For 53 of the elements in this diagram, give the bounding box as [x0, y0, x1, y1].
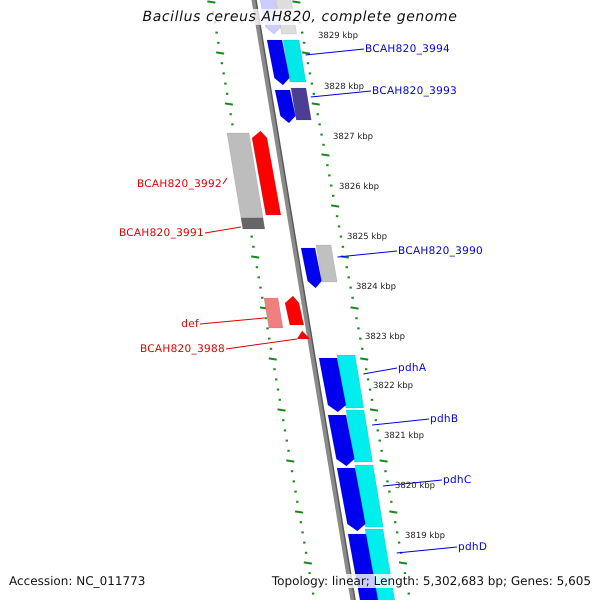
scale-tick-label: 3825 kbp — [347, 232, 388, 242]
leader-line — [222, 178, 228, 184]
leader-line — [200, 318, 265, 324]
gene-label: BCAH820_3992 — [136, 178, 222, 190]
gene-bar — [290, 88, 311, 120]
gene-bar — [336, 355, 364, 408]
leader-line — [226, 338, 298, 350]
leader-line — [310, 90, 372, 98]
gene-label: pdhA — [398, 362, 426, 374]
gene-bar — [282, 40, 306, 82]
gene-label: BCAH820_3988 — [140, 343, 225, 355]
gene-label: pdhB — [430, 413, 458, 425]
gene-bar — [337, 468, 366, 531]
scale-tick-label: 3820 kbp — [395, 481, 436, 491]
gene-bar — [284, 296, 304, 325]
scale-tick-label: 3819 kbp — [405, 531, 446, 541]
leader-line — [337, 250, 398, 258]
gene-bar — [300, 248, 322, 288]
scale-tick-label: 3827 kbp — [333, 132, 374, 142]
scale-tick-label: 3824 kbp — [356, 282, 396, 292]
gene-bar — [319, 358, 346, 412]
scale-tick-label: 3829 kbp — [318, 31, 358, 41]
gene-bar — [266, 40, 290, 85]
leader-line — [382, 480, 442, 486]
genome-summary: Topology: linear; Length: 5,302,683 bp; Genes: 5,605 — [272, 574, 591, 588]
accession-note: Accession: NC_011773 — [9, 574, 146, 588]
scale-tick-label: 3821 kbp — [384, 431, 424, 441]
gene-bar — [274, 90, 296, 123]
gene-bar — [316, 245, 338, 282]
leader-line — [362, 368, 398, 374]
gene-label: pdhC — [443, 474, 472, 486]
gene-label: pdhD — [458, 541, 488, 553]
gene-label: BCAH820_3994 — [365, 43, 450, 55]
leader-line — [372, 418, 430, 426]
gene-bar — [264, 298, 284, 328]
scale-tick-label: 3828 kbp — [324, 82, 364, 92]
gene-bar — [328, 415, 355, 466]
leader-line — [305, 48, 364, 56]
leader-line — [396, 546, 458, 554]
gene-bar — [346, 410, 372, 462]
gene-bar — [226, 133, 263, 218]
scale-tick-label: 3823 kbp — [365, 332, 406, 342]
leader-line — [204, 226, 242, 234]
gene-bar — [296, 331, 310, 339]
gene-label: def — [181, 318, 199, 330]
map-title: Bacillus cereus AH820, complete genome — [142, 9, 458, 25]
scale-tick-label: 3822 kbp — [373, 381, 414, 391]
gene-bar — [354, 465, 383, 527]
scale-tick-label: 3826 kbp — [339, 182, 380, 192]
gene-label: BCAH820_3993 — [372, 85, 458, 97]
gene-label: BCAH820_3990 — [398, 245, 484, 257]
gene-label: BCAH820_3991 — [118, 227, 204, 239]
gene-bar — [252, 131, 280, 215]
